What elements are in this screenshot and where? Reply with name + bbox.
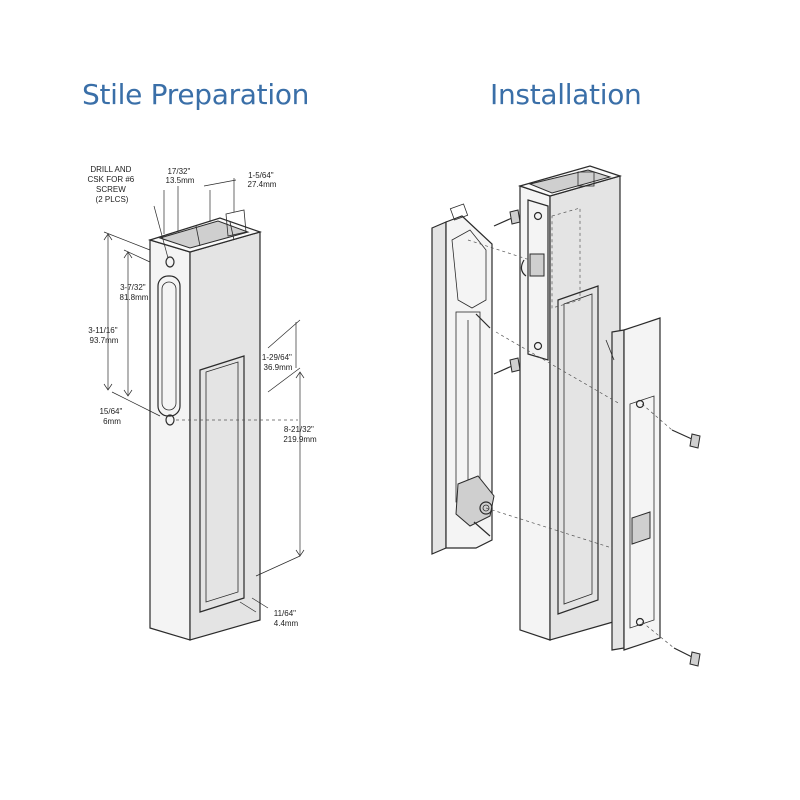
installation-drawing <box>431 165 701 667</box>
dim-17-32: 17/32" 13.5mm <box>166 167 195 185</box>
dim-1-29-64: 1-29/64" 36.9mm <box>262 353 294 372</box>
bottom-screw-hole <box>165 414 175 426</box>
interior-handle-button <box>631 511 651 545</box>
dim-8-21-32: 8-21/32" 219.9mm <box>283 425 317 444</box>
handle-screw-bottom <box>641 621 701 667</box>
stile-top-hollow <box>158 220 250 249</box>
stile-front-face <box>149 239 191 641</box>
stile-preparation-drawing <box>103 178 305 641</box>
dim-3-11-16: 3-11/16" 93.7mm <box>88 326 120 345</box>
interior-handle <box>605 317 661 651</box>
top-screw-hole <box>165 256 175 268</box>
stile-preparation-title: Stile Preparation <box>82 78 310 111</box>
dim-11-64: 11/64" 4.4mm <box>274 609 299 628</box>
installation-stile <box>517 165 623 641</box>
mounting-plate <box>527 199 549 361</box>
side-pocket <box>199 355 245 613</box>
handle-screw-top <box>641 403 701 449</box>
drill-note: DRILL AND CSK FOR #6 SCREW (2 PLCS) <box>88 165 137 204</box>
exterior-handle <box>431 203 495 555</box>
dim-3-7-32: 3-7/32" 81.8mm <box>120 283 149 302</box>
stile-dimension-labels: DRILL AND CSK FOR #6 SCREW (2 PLCS) 17/3… <box>88 165 317 628</box>
stile-screw-bottom <box>493 357 521 375</box>
dim-1-5-64: 1-5/64" 27.4mm <box>248 171 277 189</box>
stile-screw-top <box>493 209 521 227</box>
installation-title: Installation <box>490 78 642 111</box>
front-face-slot <box>157 275 181 417</box>
dim-15-64: 15/64" 6mm <box>99 407 124 426</box>
